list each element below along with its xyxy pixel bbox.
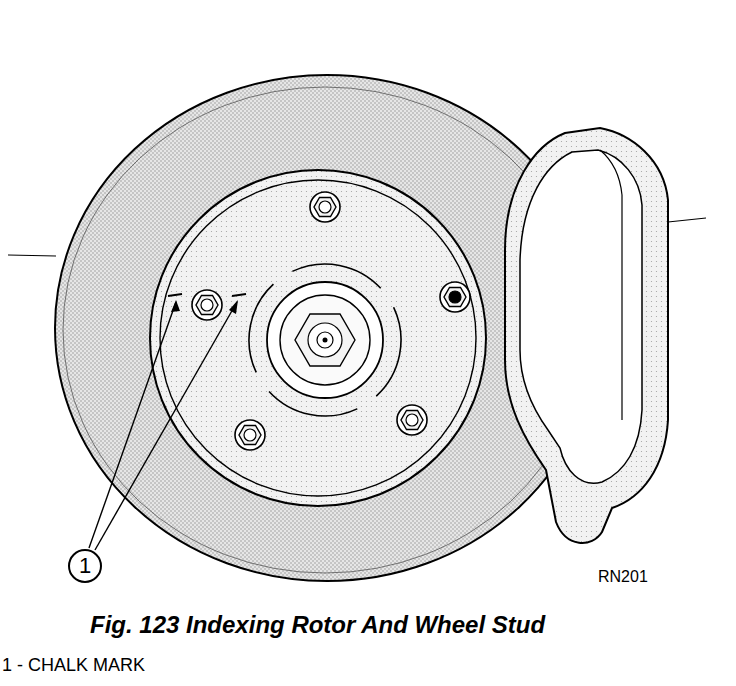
leader-line [8,255,56,256]
caliper-edge [600,150,622,420]
leader-line [95,302,237,550]
leader-line [668,218,706,222]
callout-circle: 1 [68,549,102,583]
axle-center [323,338,328,343]
chalk-mark [232,294,246,296]
caliper-body [520,150,642,483]
hub-cap [280,295,370,385]
rotor-hat [150,170,486,506]
lug-nut [310,192,340,222]
chalk-mark [168,294,182,296]
brake-caliper [505,128,668,543]
callout-number: 1 [79,555,91,577]
arrow-head [171,300,180,312]
leader-line [89,302,176,548]
hat-rim [160,180,476,496]
lug-nut [440,282,470,312]
lug-nut [235,420,265,450]
figure-caption: Fig. 123 Indexing Rotor And Wheel Stud [90,612,545,638]
lug-nut [192,290,222,320]
axle-nut [295,314,355,366]
lug-nut [397,405,427,435]
hub-ring [224,239,426,441]
stud-end [449,291,461,303]
callout-key: 1 - CHALK MARK [2,656,145,676]
hub [267,282,383,398]
axle-end [317,332,333,348]
arrow-head [229,300,238,314]
axle-washer [308,323,342,357]
figure-code: RN201 [598,568,648,586]
